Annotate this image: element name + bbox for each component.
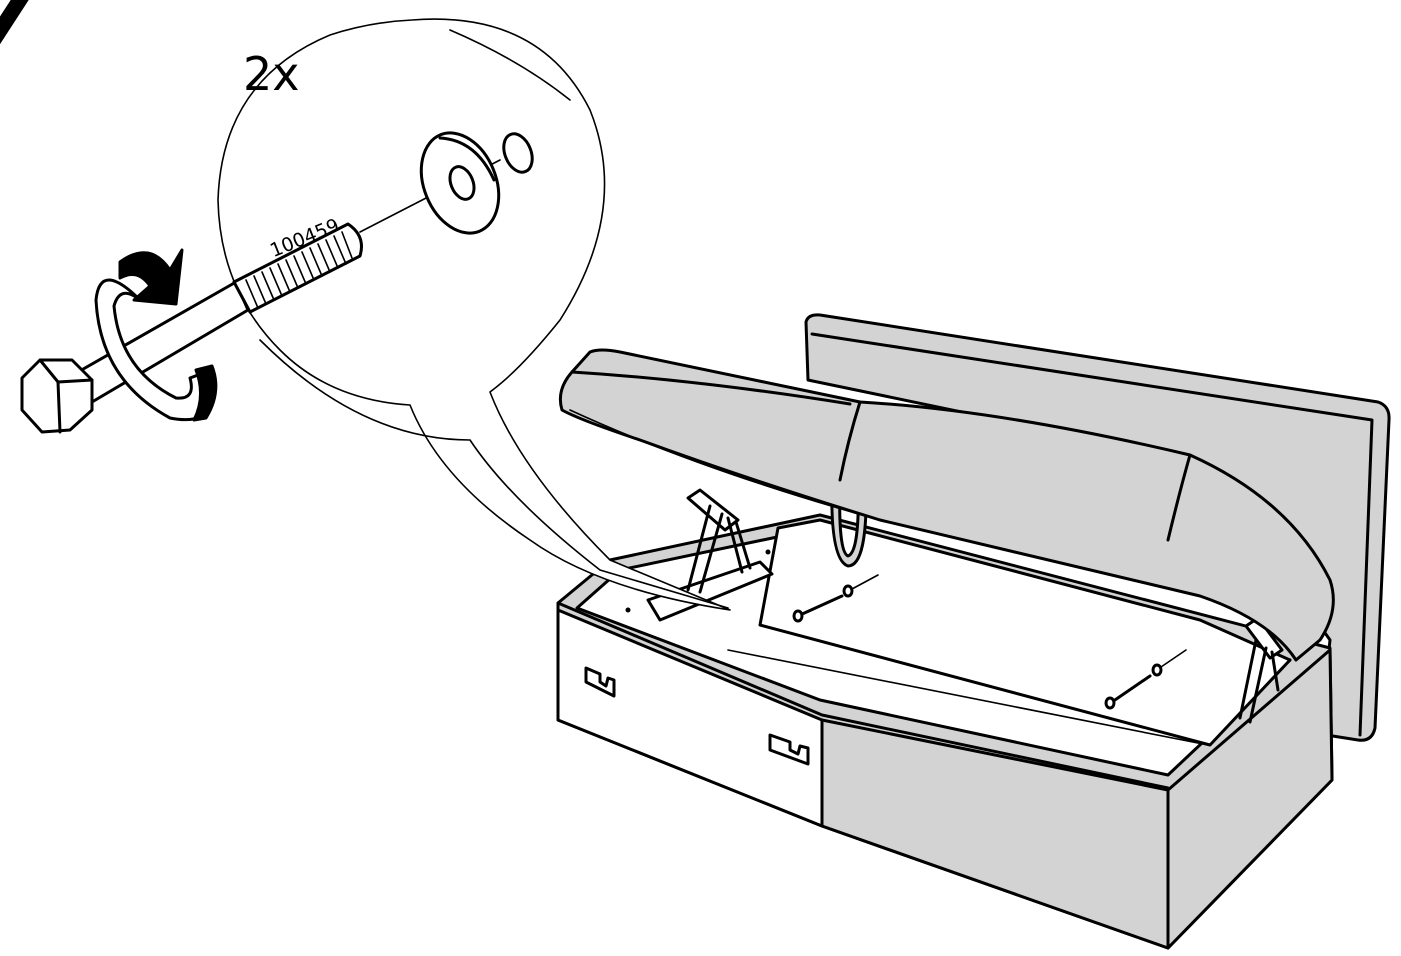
quantity-label: 2x: [243, 47, 300, 101]
lock-ring-icon: [502, 132, 534, 174]
lift-hinge-left: [646, 488, 774, 622]
bolt-inserted-left: [792, 574, 879, 623]
bolt-inserted-right: [1104, 649, 1187, 710]
handle-cutout-right: [768, 733, 810, 766]
base-box: [556, 513, 1334, 950]
clockwise-rotation-arrow-icon: [94, 248, 218, 422]
backrest-cushion: [804, 313, 1391, 742]
detail-callout: 2x 100459: [20, 18, 731, 611]
washer-icon: [419, 131, 501, 235]
step-number: 7: [0, 0, 39, 71]
sofa-storage-unit: [556, 313, 1391, 950]
handle-cutout-left: [584, 666, 616, 698]
seat-cushion-lid: [558, 348, 1335, 662]
